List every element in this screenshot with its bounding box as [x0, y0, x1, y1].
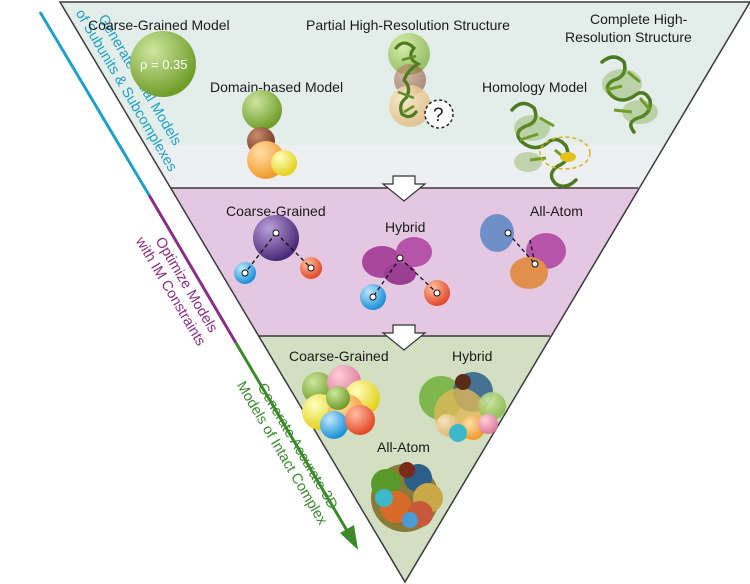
complete-structure-model: [600, 55, 658, 134]
mid-hybrid-label: Hybrid: [385, 219, 425, 235]
domain-based-spheres: [242, 90, 297, 179]
workflow-arrowhead: [340, 525, 358, 550]
coarse-grained-sphere: [130, 31, 196, 97]
homology-highlight-region: [539, 136, 591, 170]
bottom-coarse-grained-label: Coarse-Grained: [289, 348, 389, 364]
stage1-band-lower: [60, 145, 750, 188]
coarse-grained-model-label: Coarse-Grained Model: [88, 17, 230, 33]
mid-coarse-grained-label: Coarse-Grained: [226, 203, 326, 219]
bottom-hybrid-model: [419, 372, 506, 442]
bottom-hybrid-label: Hybrid: [452, 348, 492, 364]
stage3-band: [60, 336, 750, 582]
mid-coarse-grained-model: [234, 215, 322, 284]
mid-all-atom-model: [480, 214, 566, 289]
partial-structure-label: Partial High-Resolution Structure: [306, 17, 510, 33]
complete-structure-label-line1: Complete High-: [590, 11, 688, 27]
stage-transition-arrow-1: [381, 175, 427, 202]
bottom-all-atom-model: [371, 462, 443, 532]
bottom-coarse-grained-model: [302, 365, 380, 439]
homology-model-label: Homology Model: [482, 79, 587, 95]
unknown-region-marker: ?: [424, 99, 454, 129]
domain-based-model-label: Domain-based Model: [210, 79, 343, 95]
stage-transition-arrow-2: [381, 324, 427, 351]
workflow-arrow: [38, 11, 358, 550]
homology-model-structure: [510, 101, 591, 188]
complete-structure-label-line2: Resolution Structure: [565, 29, 692, 45]
funnel-outline: [58, 1, 750, 584]
partial-structure-model: [388, 33, 431, 127]
mid-all-atom-label: All-Atom: [530, 203, 583, 219]
mid-hybrid-model: [360, 237, 450, 310]
bottom-all-atom-label: All-Atom: [377, 439, 430, 455]
density-label: ρ = 0.35: [140, 57, 188, 72]
unknown-mark: ?: [433, 105, 444, 126]
